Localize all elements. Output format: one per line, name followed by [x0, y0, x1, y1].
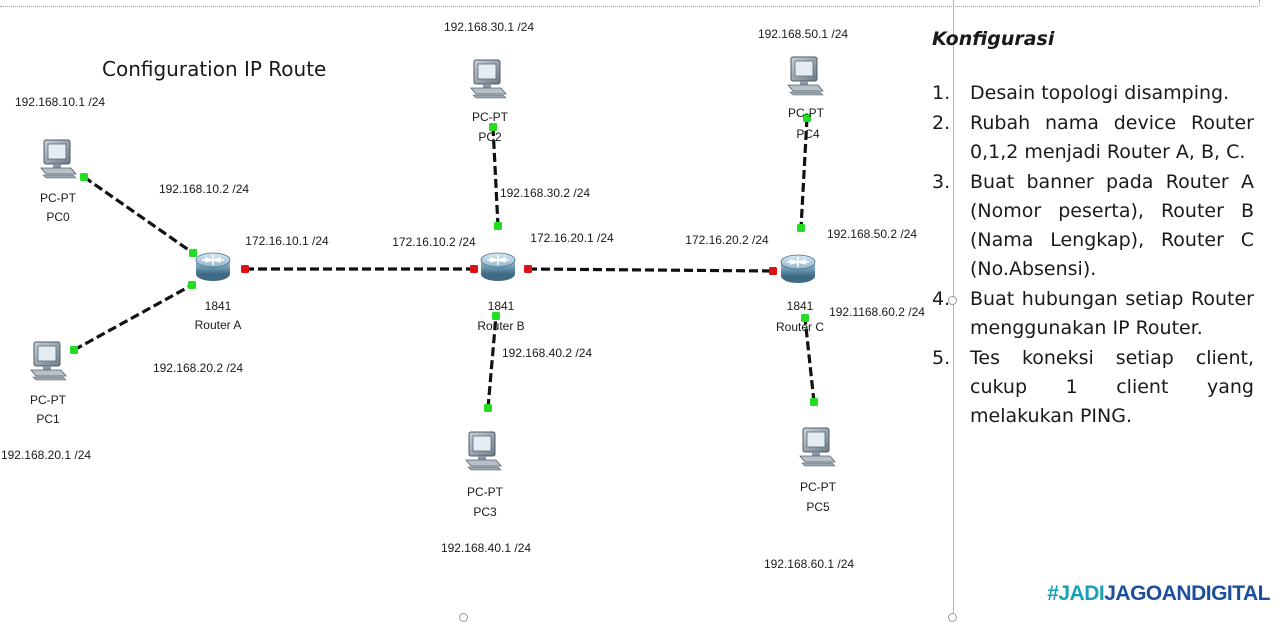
- pc4-name-label: PC4: [796, 127, 820, 141]
- router-b-model-label: 1841: [488, 299, 515, 313]
- router-c-if-pc4-ip: 192.168.50.2 /24: [827, 227, 917, 241]
- pc5-name-label: PC5: [806, 500, 830, 514]
- router-b-if-pc3-ip: 192.168.40.2 /24: [502, 346, 592, 360]
- brand-hashtag: #JADIJAGOANDIGITAL: [1047, 582, 1270, 606]
- pc4-ip-label: 192.168.50.1 /24: [758, 27, 848, 41]
- port-status-light: [769, 267, 777, 275]
- pc2-name-label: PC2: [478, 130, 502, 144]
- config-step-text: Rubah nama device Router 0,1,2 menjadi R…: [970, 112, 1254, 163]
- pc3-icon[interactable]: [465, 431, 502, 471]
- router-a-model-label: 1841: [205, 299, 232, 313]
- pc0-icon[interactable]: [40, 139, 77, 179]
- port-status-light: [80, 173, 88, 181]
- port-status-light: [70, 346, 78, 354]
- pc2-type-label: PC-PT: [472, 110, 509, 124]
- brand-main-part: JAGOANDIGITAL: [1104, 582, 1270, 605]
- config-step-number: 5.: [932, 347, 951, 369]
- ports-layer: [70, 114, 818, 412]
- config-step-2: 2. Rubah nama device Router 0,1,2 menjadi…: [932, 109, 1254, 167]
- link-pc3-router-b[interactable]: [486, 315, 498, 409]
- router-c-name-label: Router C: [776, 320, 824, 334]
- config-step-1: 1. Desain topologi disamping.: [932, 79, 1254, 108]
- pc2-ip-label: 192.168.30.1 /24: [444, 20, 534, 34]
- pc4-type-label: PC-PT: [788, 106, 825, 120]
- port-status-light: [189, 249, 197, 257]
- router-b-icon[interactable]: [480, 252, 516, 282]
- pc0-type-label: PC-PT: [40, 191, 77, 205]
- pc5-ip-label: 192.168.60.1 /24: [764, 557, 854, 571]
- port-status-light: [797, 224, 805, 232]
- nodes-layer: [30, 56, 836, 471]
- pc3-ip-label: 192.168.40.1 /24: [441, 541, 531, 555]
- port-status-light: [803, 114, 811, 122]
- config-step-text: Desain topologi disamping.: [970, 82, 1230, 104]
- link-pc1-router-a[interactable]: [73, 283, 193, 352]
- config-step-5: 5. Tes koneksi setiap client, cukup 1 cli…: [932, 344, 1254, 431]
- pc1-name-label: PC1: [36, 412, 60, 426]
- port-status-light: [484, 404, 492, 412]
- pc5-type-label: PC-PT: [800, 480, 837, 494]
- config-step-text: Buat hubungan setiap Router menggunakan …: [970, 288, 1254, 339]
- config-step-4: 4. Buat hubungan setiap Router menggunaka…: [932, 285, 1254, 343]
- port-status-light: [801, 314, 809, 322]
- router-a-if-pc0-ip: 192.168.10.2 /24: [159, 182, 249, 196]
- pc4-icon[interactable]: [787, 56, 824, 96]
- port-status-light: [492, 312, 500, 320]
- config-step-number: 4.: [932, 288, 951, 310]
- router-a-icon[interactable]: [195, 252, 231, 282]
- port-status-light: [489, 123, 497, 131]
- slide-right-border: [1258, 0, 1260, 6]
- router-a-if-pc1-ip: 192.168.20.2 /24: [153, 361, 243, 375]
- labels-layer: PC-PTPC0PC-PTPC1PC-PTPC2PC-PTPC3PC-PTPC4…: [1, 20, 925, 571]
- pc0-ip-label: 192.168.10.1 /24: [15, 95, 105, 109]
- router-a-if-b-ip: 172.16.10.1 /24: [245, 234, 329, 248]
- router-c-if-pc5-ip: 192.1168.60.2 /24: [829, 305, 925, 319]
- resize-handle-left[interactable]: [948, 296, 957, 305]
- port-status-light: [810, 398, 818, 406]
- router-c-icon[interactable]: [780, 254, 816, 284]
- links-layer: [73, 117, 816, 409]
- router-b-if-c-ip: 172.16.20.1 /24: [530, 231, 614, 245]
- link-pc4-router-c[interactable]: [799, 117, 809, 229]
- config-steps-list: 1. Desain topologi disamping. 2. Rubah nama…: [932, 79, 1254, 431]
- link-pc2-router-b[interactable]: [491, 126, 500, 227]
- config-panel: Konfigurasi 1. Desain topologi disamping.…: [932, 28, 1254, 432]
- config-step-number: 3.: [932, 171, 951, 193]
- pc1-type-label: PC-PT: [30, 393, 67, 407]
- pc1-ip-label: 192.168.20.1 /24: [1, 448, 91, 462]
- port-status-light: [524, 265, 532, 273]
- router-c-model-label: 1841: [787, 299, 814, 313]
- config-step-number: 1.: [932, 82, 951, 104]
- pc3-type-label: PC-PT: [467, 485, 504, 499]
- pc1-icon[interactable]: [30, 341, 67, 381]
- config-heading: Konfigurasi: [932, 28, 1055, 50]
- router-a-name-label: Router A: [195, 318, 242, 332]
- router-c-if-b-ip: 172.16.20.2 /24: [685, 233, 769, 247]
- router-b-if-pc2-ip: 192.168.30.2 /24: [500, 186, 590, 200]
- port-status-light: [470, 265, 478, 273]
- pc5-icon[interactable]: [799, 427, 836, 467]
- config-step-text: Tes koneksi setiap client, cukup 1 clien…: [970, 347, 1254, 427]
- link-pc5-router-c[interactable]: [803, 317, 816, 403]
- diagram-title: Configuration IP Route: [102, 57, 327, 81]
- brand-hash-part: #JADI: [1047, 582, 1105, 605]
- pc3-name-label: PC3: [473, 505, 497, 519]
- port-status-light: [188, 281, 196, 289]
- link-pc0-router-a[interactable]: [83, 175, 194, 255]
- pc2-icon[interactable]: [470, 59, 507, 99]
- router-b-if-a-ip: 172.16.10.2 /24: [392, 235, 476, 249]
- port-status-light: [494, 222, 502, 230]
- config-step-number: 2.: [932, 112, 951, 134]
- config-step-3: 3. Buat banner pada Router A (Nomor peser…: [932, 168, 1254, 284]
- config-step-text: Buat banner pada Router A (Nomor peserta…: [970, 171, 1254, 280]
- slide-top-border: [0, 0, 1258, 7]
- router-b-name-label: Router B: [477, 319, 524, 333]
- link-router-b-router-c[interactable]: [527, 267, 774, 273]
- textbox-edge-line: [953, 0, 954, 620]
- pc0-name-label: PC0: [46, 210, 70, 224]
- port-status-light: [241, 265, 249, 273]
